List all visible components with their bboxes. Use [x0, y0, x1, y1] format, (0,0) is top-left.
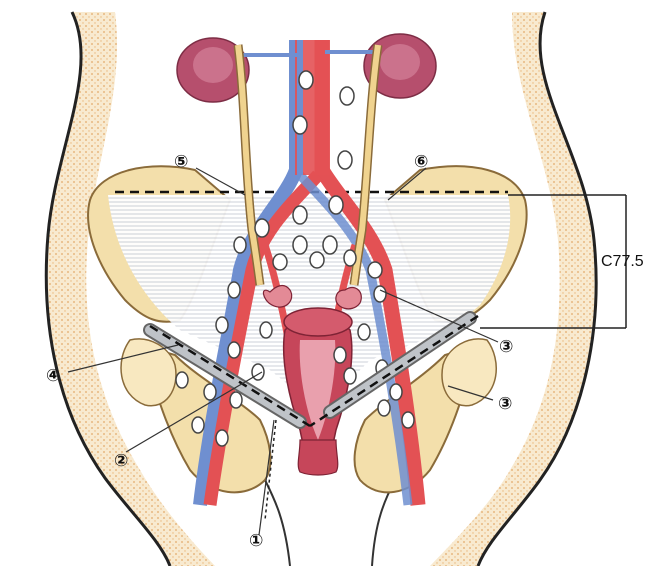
lymph-node	[192, 417, 204, 433]
lymph-node	[204, 384, 216, 400]
lymph-node	[344, 368, 356, 384]
lymph-node	[228, 342, 240, 358]
callout-5: ⑤	[174, 152, 188, 172]
callout-4: ④	[46, 366, 60, 386]
lymph-node	[228, 282, 240, 298]
lymph-node	[234, 237, 246, 253]
right-hip-joint	[442, 339, 496, 406]
lymph-node	[216, 317, 228, 333]
lymph-node	[299, 71, 313, 89]
right-adnexa	[336, 288, 361, 309]
lymph-node	[216, 430, 228, 446]
lymph-node	[310, 252, 324, 268]
bracket-label: C77.5	[601, 253, 644, 270]
lymph-node	[323, 236, 337, 254]
lymph-node	[334, 347, 346, 363]
lymph-node	[273, 254, 287, 270]
callout-2: ②	[114, 451, 128, 471]
lymph-node	[358, 324, 370, 340]
lymph-node	[255, 219, 269, 237]
lymph-node	[374, 286, 386, 302]
uterine-fundus	[284, 308, 352, 336]
lymph-node	[340, 87, 354, 105]
lymph-node	[176, 372, 188, 388]
lymph-node	[260, 322, 272, 338]
callout-6: ⑥	[414, 152, 428, 172]
lymph-node	[368, 262, 382, 278]
lymph-node	[293, 116, 307, 134]
lymph-node	[390, 384, 402, 400]
lymph-node	[344, 250, 356, 266]
callout-3-lower: ③	[498, 394, 512, 414]
lymph-node	[378, 400, 390, 416]
lymph-node	[293, 206, 307, 224]
lymph-node	[252, 364, 264, 380]
groin-outline	[265, 480, 395, 566]
lymph-node	[293, 236, 307, 254]
lymph-node	[230, 392, 242, 408]
callout-1: ①	[249, 531, 263, 551]
lymph-node	[402, 412, 414, 428]
lymph-node	[338, 151, 352, 169]
vagina	[298, 440, 338, 475]
lymph-node	[329, 196, 343, 214]
callout-3-upper: ③	[499, 337, 513, 357]
